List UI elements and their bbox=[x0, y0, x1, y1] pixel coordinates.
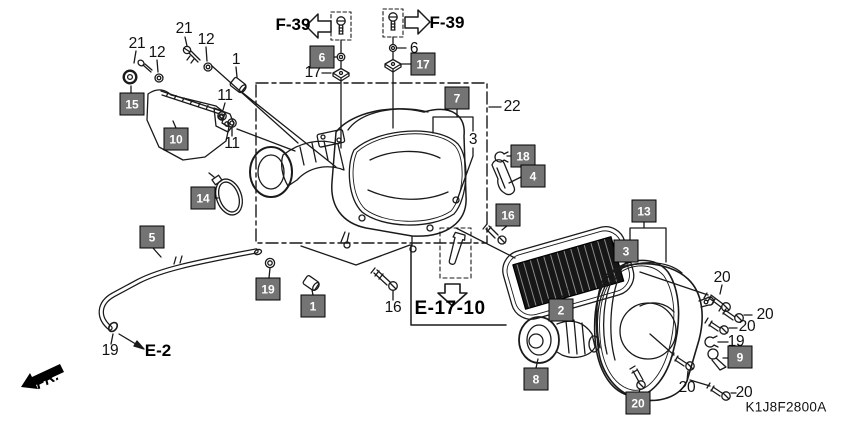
part-callout-box[interactable]: 14 bbox=[190, 186, 216, 210]
part-callout-box[interactable]: 9 bbox=[727, 345, 753, 369]
air-cleaner-housing-art bbox=[249, 108, 516, 259]
part-number-label: 6 bbox=[409, 40, 419, 57]
diagram-code: K1J8F2800A bbox=[745, 399, 827, 415]
f39-right-screw-icon bbox=[382, 8, 431, 129]
cover-screw-icons bbox=[629, 284, 753, 401]
air-cleaner-cover-art bbox=[595, 262, 715, 402]
part-callout-box[interactable]: 17 bbox=[410, 52, 436, 76]
part-callout-box[interactable]: 18 bbox=[510, 144, 536, 168]
part-callout-box[interactable]: 19 bbox=[255, 277, 281, 301]
part-number-label: 21 bbox=[128, 35, 146, 52]
intake-funnel-art bbox=[518, 316, 600, 369]
part-callout-box[interactable]: 6 bbox=[309, 45, 335, 69]
part-number-label: 12 bbox=[148, 44, 166, 61]
part-number-label: 20 bbox=[713, 269, 731, 286]
mounting-hardware-icons bbox=[122, 36, 337, 168]
assembly-dashed-frame bbox=[255, 82, 488, 244]
drain-hose-art bbox=[98, 247, 276, 350]
part-callout-box[interactable]: 5 bbox=[139, 225, 165, 249]
part-number-label: 20 bbox=[678, 379, 696, 396]
part-number-label: 1 bbox=[231, 51, 241, 68]
part-callout-box[interactable]: 20 bbox=[625, 391, 651, 415]
part-number-label: 11 bbox=[224, 135, 240, 152]
cross-ref-f39-right[interactable]: F-39 bbox=[429, 13, 465, 32]
f39-left-screw-icon bbox=[305, 11, 352, 149]
part-number-label: 21 bbox=[175, 20, 193, 37]
part-callout-box[interactable]: 16 bbox=[495, 203, 521, 227]
part-callout-box[interactable]: 2 bbox=[548, 298, 574, 322]
part-callout-box[interactable]: 8 bbox=[523, 367, 549, 391]
cross-ref-e2[interactable]: E-2 bbox=[144, 341, 172, 360]
cross-ref-e17-10[interactable]: E-17-10 bbox=[414, 298, 486, 319]
part-callout-box[interactable]: 10 bbox=[163, 127, 189, 151]
f39-left-arrow-icon bbox=[305, 13, 332, 39]
part-number-label: 16 bbox=[384, 299, 402, 316]
cross-ref-f39-left[interactable]: F-39 bbox=[275, 15, 311, 34]
part-number-label: 20 bbox=[735, 384, 753, 401]
part-number-label: 20 bbox=[756, 306, 774, 323]
f39-right-arrow-icon bbox=[404, 9, 431, 35]
collar-and-screw-icons bbox=[302, 267, 398, 301]
callout-leader-lines bbox=[432, 106, 522, 245]
tube-clamp-icon bbox=[208, 172, 243, 216]
part-number-label: 3 bbox=[468, 131, 478, 148]
air-cleaner-stay-plate-art bbox=[146, 89, 235, 161]
part-callout-box[interactable]: 1 bbox=[300, 294, 326, 318]
part-callout-box[interactable]: 15 bbox=[119, 92, 145, 116]
front-direction-arrow-icon bbox=[21, 364, 64, 389]
part-number-label: 12 bbox=[197, 31, 215, 48]
part-number-label: 20 bbox=[738, 318, 756, 335]
part-callout-box[interactable]: 4 bbox=[520, 164, 546, 188]
part-number-label: 19 bbox=[101, 342, 119, 359]
part-callout-box[interactable]: 3 bbox=[613, 239, 639, 263]
part-number-label: 22 bbox=[503, 98, 521, 115]
cover-seal-ring-art bbox=[593, 221, 680, 398]
part-number-label: 11 bbox=[217, 87, 233, 104]
part-callout-box[interactable]: 7 bbox=[444, 86, 470, 110]
part-callout-box[interactable]: 13 bbox=[631, 199, 657, 223]
